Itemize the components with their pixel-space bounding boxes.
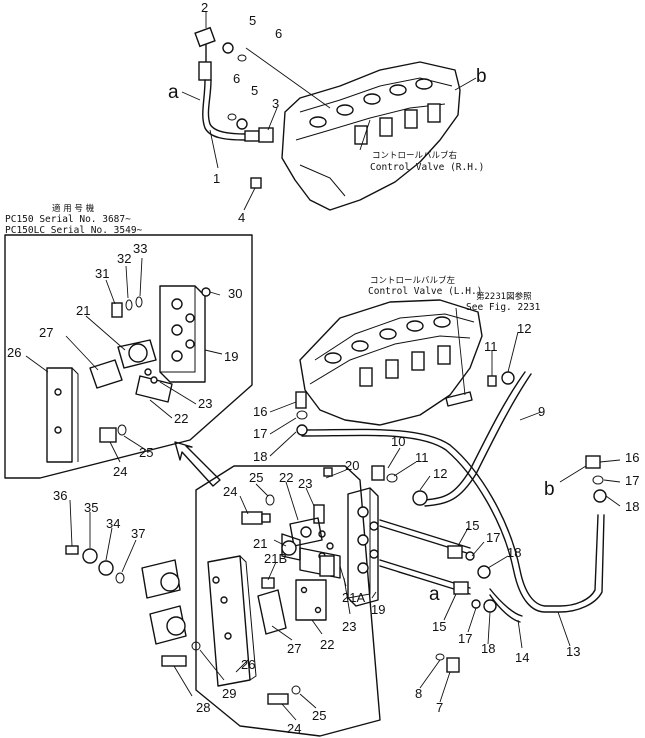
lower-assembly-parts (65, 467, 379, 705)
part-number-13: 13 (566, 644, 580, 659)
part-number-17: 17 (625, 473, 639, 488)
control-valve-lh-jp: コントロールバルブ左 (370, 275, 456, 286)
part-number-15: 15 (465, 518, 479, 533)
leaders-inset (25, 257, 223, 463)
part-number-16: 16 (253, 404, 267, 419)
pc150lc-serial-note: PC150LC Serial No. 3549~ (5, 225, 143, 236)
part-number-24: 24 (113, 464, 127, 479)
part-number-17: 17 (253, 426, 267, 441)
part-number-20: 20 (345, 458, 359, 473)
part-number-27: 27 (39, 325, 53, 340)
part-number-5: 5 (249, 13, 256, 28)
part-number-33: 33 (133, 241, 147, 256)
part-number-10: 10 (391, 434, 405, 449)
part-number-21b: 21B (264, 551, 287, 566)
part-number-3: 3 (272, 96, 279, 111)
part-number-12: 12 (433, 466, 447, 481)
part-number-17: 17 (458, 631, 472, 646)
part-number-1: 1 (213, 171, 220, 186)
part-number-14: 14 (515, 650, 529, 665)
part-number-26: 26 (241, 657, 255, 672)
part-number-12: 12 (517, 321, 531, 336)
part-number-22: 22 (279, 470, 293, 485)
part-number-17: 17 (486, 530, 500, 545)
see-figure-note: See Fig. 2231 (466, 302, 541, 313)
part-number-25: 25 (139, 445, 153, 460)
leaders-top (181, 12, 477, 211)
part-number-18: 18 (507, 545, 521, 560)
part-number-31: 31 (95, 266, 109, 281)
part-number-6: 6 (233, 71, 240, 86)
letter-b-top: b (476, 66, 487, 87)
control-valve-lh-drawing (299, 299, 483, 426)
part-number-25: 25 (312, 708, 326, 723)
part-number-23: 23 (298, 476, 312, 491)
part-number-21: 21 (76, 303, 90, 318)
part-number-19: 19 (224, 349, 238, 364)
letter-a-lower: a (429, 584, 440, 605)
leaders-lh (269, 307, 621, 703)
part-number-22: 22 (174, 411, 188, 426)
part-number-24: 24 (287, 721, 301, 736)
part-number-26: 26 (7, 345, 21, 360)
part-number-15: 15 (432, 619, 446, 634)
part-number-5: 5 (251, 83, 258, 98)
part-number-11: 11 (415, 450, 429, 465)
part-number-8: 8 (415, 686, 422, 701)
letter-b-right: b (544, 479, 555, 500)
part-number-18: 18 (253, 449, 267, 464)
part-number-21: 21 (253, 536, 267, 551)
part-number-4: 4 (238, 210, 245, 225)
part-number-18: 18 (625, 499, 639, 514)
see-figure-jp: 第2231図参照 (476, 291, 532, 302)
part-number-7: 7 (436, 700, 443, 715)
part-number-2: 2 (201, 0, 208, 15)
part-number-29: 29 (222, 686, 236, 701)
part-number-22: 22 (320, 637, 334, 652)
part-number-25: 25 (249, 470, 263, 485)
applicable-serial-jp: 適 用 号 機 (52, 203, 95, 214)
part-number-23: 23 (342, 619, 356, 634)
part-number-18: 18 (481, 641, 495, 656)
part-number-21a: 21A (342, 590, 365, 605)
part-number-32: 32 (117, 251, 131, 266)
part-number-16: 16 (625, 450, 639, 465)
control-valve-rh-jp: コントロールバルブ右 (372, 150, 457, 161)
part-number-11: 11 (484, 339, 498, 354)
leaders-lower (69, 481, 377, 721)
part-number-24: 24 (223, 484, 237, 499)
part-number-6: 6 (275, 26, 282, 41)
lower-assembly-outline (195, 465, 381, 737)
inset-box (4, 234, 253, 479)
letter-a-top: a (168, 82, 179, 103)
part-number-19: 19 (371, 602, 385, 617)
part-number-30: 30 (228, 286, 242, 301)
pipes-9-13-14 (295, 371, 607, 673)
pipe-1-drawing (194, 26, 274, 189)
control-valve-rh-label: Control Valve (R.H.) (370, 162, 484, 173)
part-number-34: 34 (106, 516, 120, 531)
big-arrow (174, 441, 221, 487)
control-valve-lh-label: Control Valve (L.H.) (368, 286, 482, 297)
part-number-23: 23 (198, 396, 212, 411)
pc150-serial-note: PC150 Serial No. 3687~ (5, 214, 131, 225)
part-number-37: 37 (131, 526, 145, 541)
part-number-27: 27 (287, 641, 301, 656)
part-number-36: 36 (53, 488, 67, 503)
part-number-28: 28 (196, 700, 210, 715)
part-number-35: 35 (84, 500, 98, 515)
inset-parts (46, 285, 211, 463)
part-number-9: 9 (538, 404, 545, 419)
control-valve-rh-drawing (281, 61, 461, 211)
